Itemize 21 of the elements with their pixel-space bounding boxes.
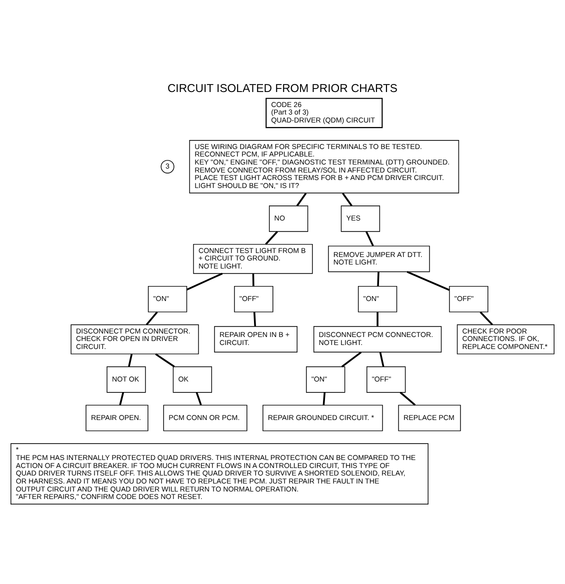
connector (366, 231, 374, 246)
connector (376, 312, 378, 326)
connector (186, 272, 223, 290)
connector (480, 312, 494, 326)
connector (377, 272, 380, 286)
connector (342, 192, 352, 206)
connector (406, 270, 450, 291)
connector (322, 392, 326, 406)
diagram-title: CIRCUIT ISOLATED FROM PRIOR CHARTS (167, 82, 398, 95)
connector (155, 353, 175, 368)
connector (296, 192, 307, 206)
connector (341, 352, 362, 368)
connector (196, 392, 202, 406)
connector (252, 274, 254, 286)
connector (379, 352, 384, 367)
connector (146, 312, 158, 326)
connector (253, 312, 256, 326)
connector (265, 231, 278, 245)
connector (128, 354, 133, 367)
connector (400, 392, 416, 406)
connector (119, 392, 124, 406)
